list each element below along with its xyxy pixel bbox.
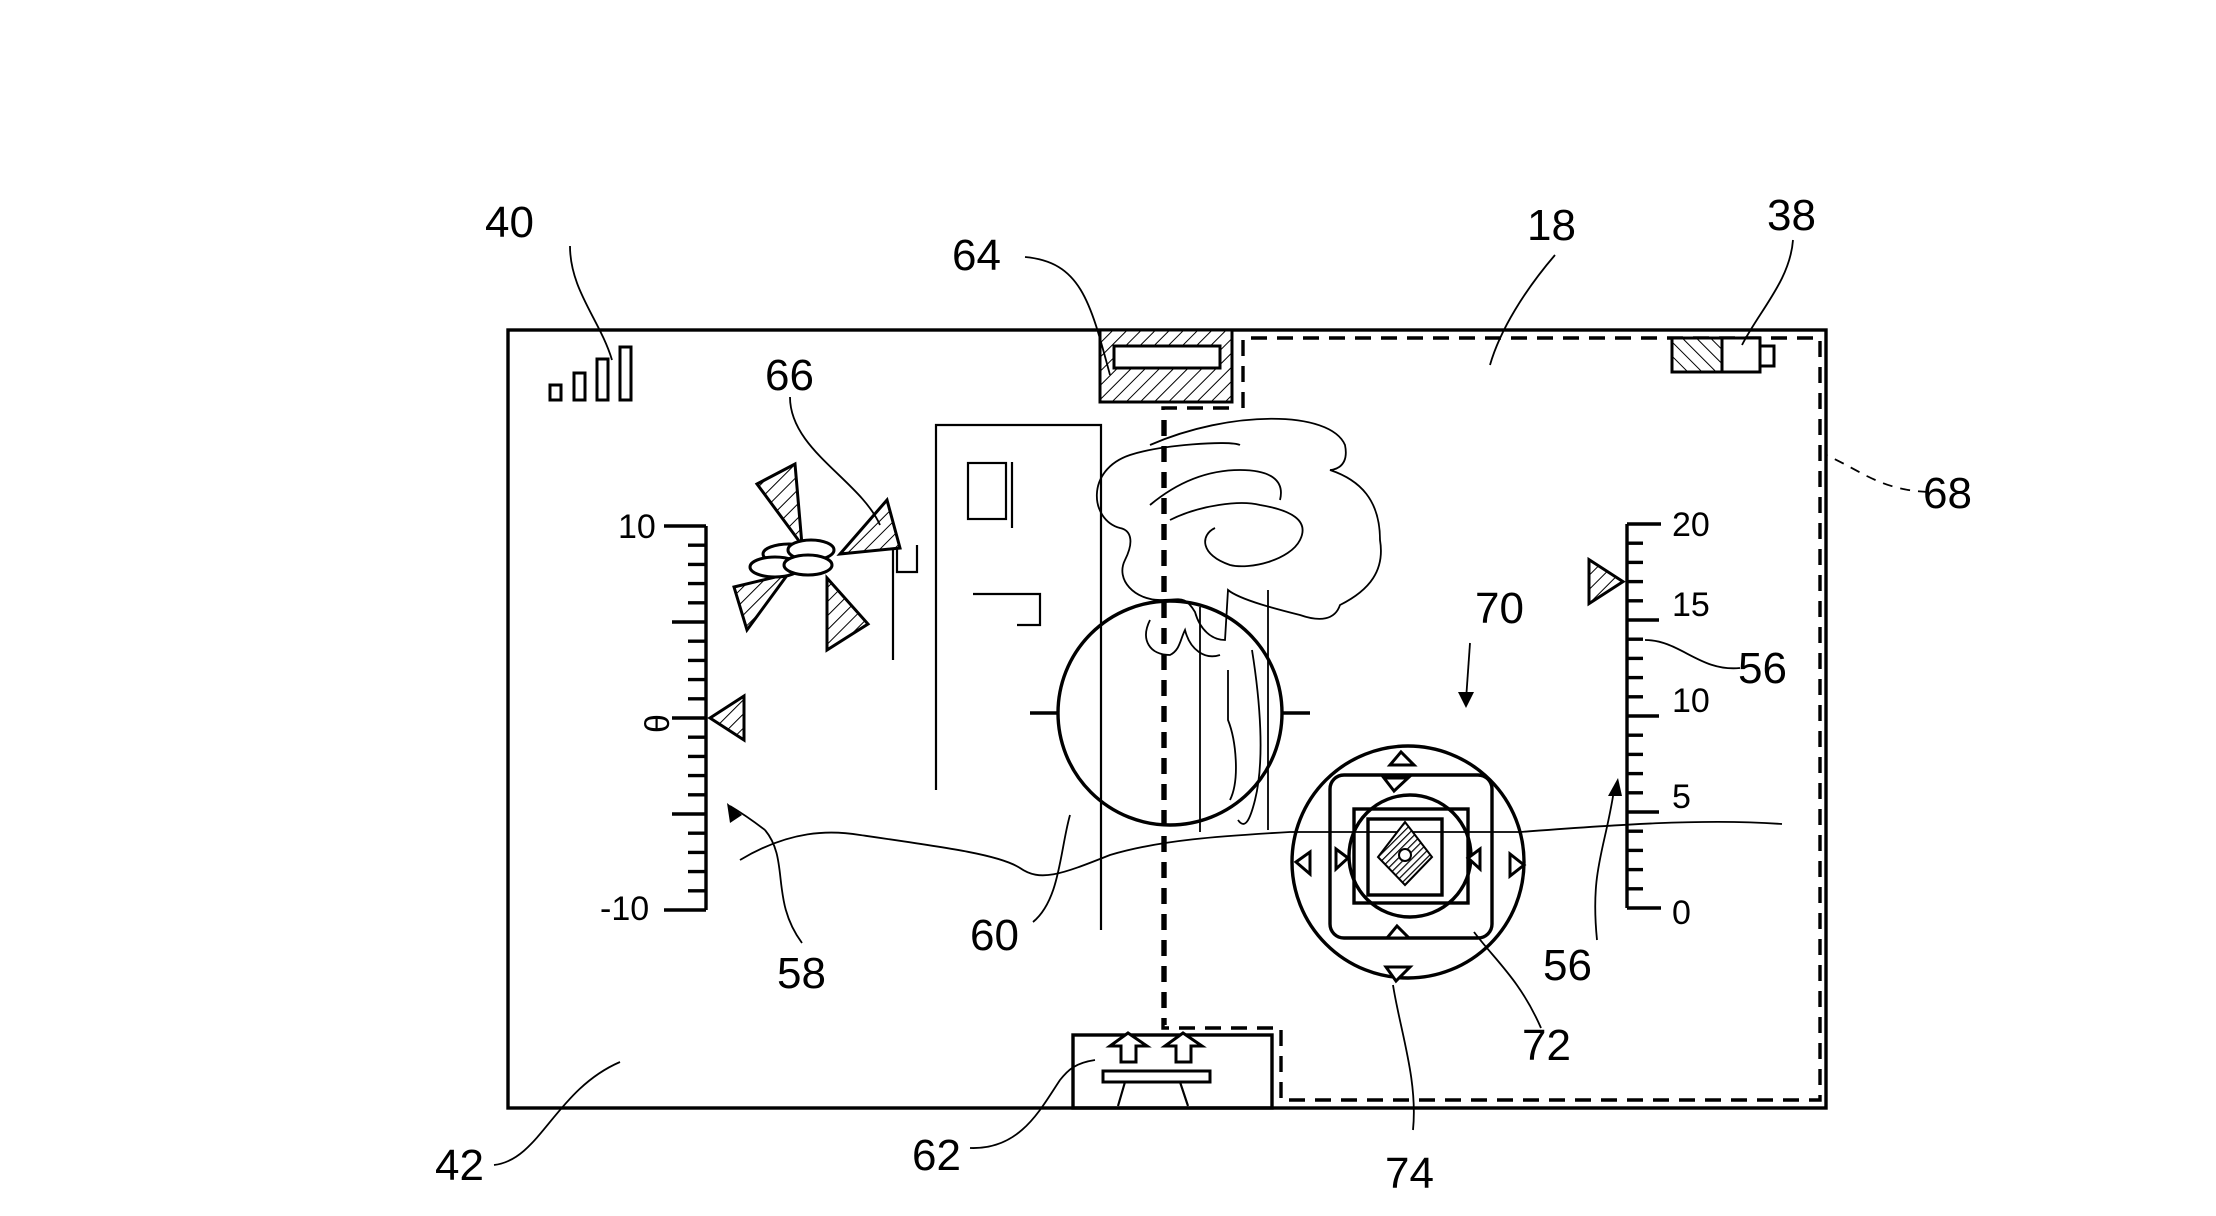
ref-74: 74 [1385, 1149, 1434, 1198]
ref-62: 62 [912, 1131, 961, 1180]
ref-60: 60 [970, 911, 1019, 960]
bottom-indicator [1071, 1031, 1274, 1110]
ref-40: 40 [485, 198, 534, 247]
fan-icon [732, 461, 919, 660]
left-scale-top-label: 10 [618, 508, 656, 546]
right-scale-label: 5 [1672, 778, 1691, 816]
ref-18: 18 [1527, 201, 1576, 250]
arrow-up-outer-icon[interactable] [1386, 749, 1418, 767]
ref-56-upper: 56 [1738, 644, 1787, 693]
signal-strength-icon [548, 345, 633, 402]
arrow-left-outer-icon[interactable] [1293, 849, 1312, 878]
arrow-right-inner-icon[interactable] [1334, 846, 1351, 873]
arrow-down-inner-icon[interactable] [1380, 776, 1412, 794]
ref-70: 70 [1475, 584, 1524, 633]
arrow-up-inner-icon[interactable] [1383, 923, 1413, 940]
ref-66: 66 [765, 351, 814, 400]
left-scale-bottom-label: -10 [600, 890, 649, 928]
arrow-down-outer-icon[interactable] [1383, 965, 1414, 984]
right-scale-label: 20 [1672, 506, 1710, 544]
control-pad[interactable] [1290, 744, 1527, 984]
ref-64: 64 [952, 231, 1001, 280]
ref-68: 68 [1923, 469, 1972, 518]
right-scale-label: 15 [1672, 586, 1710, 624]
ref-56-lower: 56 [1543, 941, 1592, 990]
camera-icon [1670, 336, 1776, 374]
dashed-region-outline [1161, 336, 1822, 1102]
top-indicator [1098, 328, 1234, 404]
target-reticle [1030, 420, 1310, 1025]
ref-72: 72 [1522, 1021, 1571, 1070]
ref-42: 42 [435, 1141, 484, 1190]
ref-58: 58 [777, 949, 826, 998]
right-scale-pointer [1587, 556, 1626, 607]
right-scale-label: 0 [1672, 894, 1691, 932]
left-scale-pointer [707, 693, 746, 743]
arrow-left-inner-icon[interactable] [1465, 846, 1482, 873]
outer-ring[interactable] [1290, 744, 1526, 980]
left-scale [664, 524, 708, 912]
leader-lines [493, 239, 1929, 1166]
left-scale-middle-label: θ [639, 714, 677, 733]
arrow-right-outer-icon[interactable] [1508, 850, 1527, 880]
horizon-line [739, 820, 1783, 877]
ref-38: 38 [1767, 191, 1816, 240]
right-scale-label: 10 [1672, 682, 1710, 720]
scene-background [934, 417, 1382, 930]
right-scale [1625, 522, 1661, 910]
